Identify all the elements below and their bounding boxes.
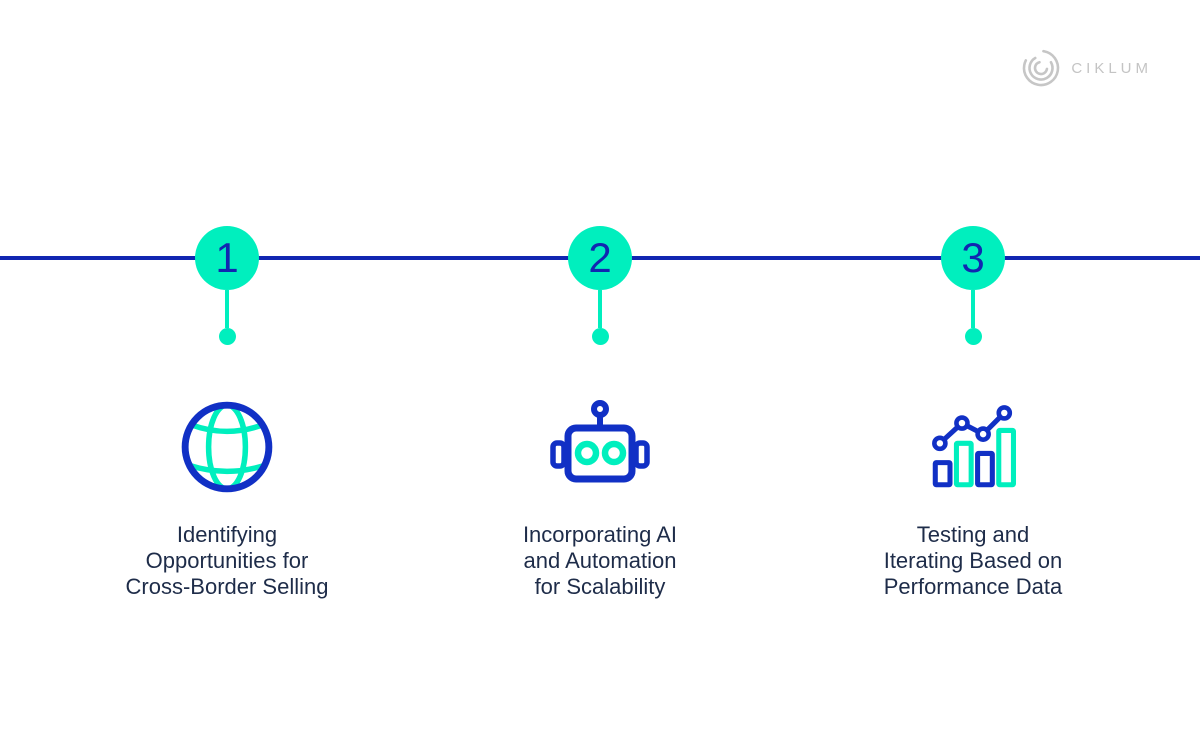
ciklum-logo: CIKLUM bbox=[1021, 48, 1152, 88]
step-3: 3 Testing and bbox=[803, 226, 1143, 600]
step-icon-zone bbox=[550, 397, 650, 497]
step-number-badge: 3 bbox=[941, 226, 1005, 290]
step-number: 3 bbox=[961, 234, 985, 281]
step-title: Incorporating AI and Automation for Scal… bbox=[523, 522, 677, 600]
step-title-line: Opportunities for bbox=[145, 548, 309, 573]
step-number-badge: 1 bbox=[195, 226, 259, 290]
step-title-line: Cross-Border Selling bbox=[125, 574, 329, 599]
step-connector-stem bbox=[225, 290, 229, 328]
step-title-line: Testing and bbox=[916, 522, 1030, 547]
step-connector-dot bbox=[218, 328, 236, 345]
ciklum-arcs-icon bbox=[1023, 49, 1060, 87]
step-title-line: for Scalability bbox=[534, 574, 666, 599]
step-connector-stem bbox=[971, 290, 975, 328]
step-title-line: Incorporating AI bbox=[522, 522, 678, 547]
step-icon-zone bbox=[181, 397, 273, 497]
ciklum-wordmark: CIKLUM bbox=[1071, 59, 1152, 77]
step-number: 2 bbox=[588, 234, 612, 281]
globe-icon bbox=[181, 401, 273, 493]
step-connector-dot bbox=[964, 328, 982, 345]
step-1: 1 Identifying Opportunities for Cross-Bo… bbox=[57, 226, 397, 600]
step-title-line: Iterating Based on bbox=[883, 548, 1063, 573]
step-title: Testing and Iterating Based on Performan… bbox=[884, 522, 1063, 600]
bar-chart-icon bbox=[932, 405, 1017, 488]
step-connector-dot bbox=[591, 328, 609, 345]
step-title: Identifying Opportunities for Cross-Bord… bbox=[126, 522, 329, 600]
step-2: 2 Incorporating AI and Automation for Sc… bbox=[430, 226, 770, 600]
step-title-line: Performance Data bbox=[883, 574, 1063, 599]
step-connector-stem bbox=[598, 290, 602, 328]
step-icon-zone bbox=[927, 397, 1019, 497]
robot-icon bbox=[550, 400, 650, 483]
step-number: 1 bbox=[215, 234, 239, 281]
step-title-line: Identifying bbox=[176, 522, 278, 547]
step-title-line: and Automation bbox=[523, 548, 677, 573]
step-number-badge: 2 bbox=[568, 226, 632, 290]
